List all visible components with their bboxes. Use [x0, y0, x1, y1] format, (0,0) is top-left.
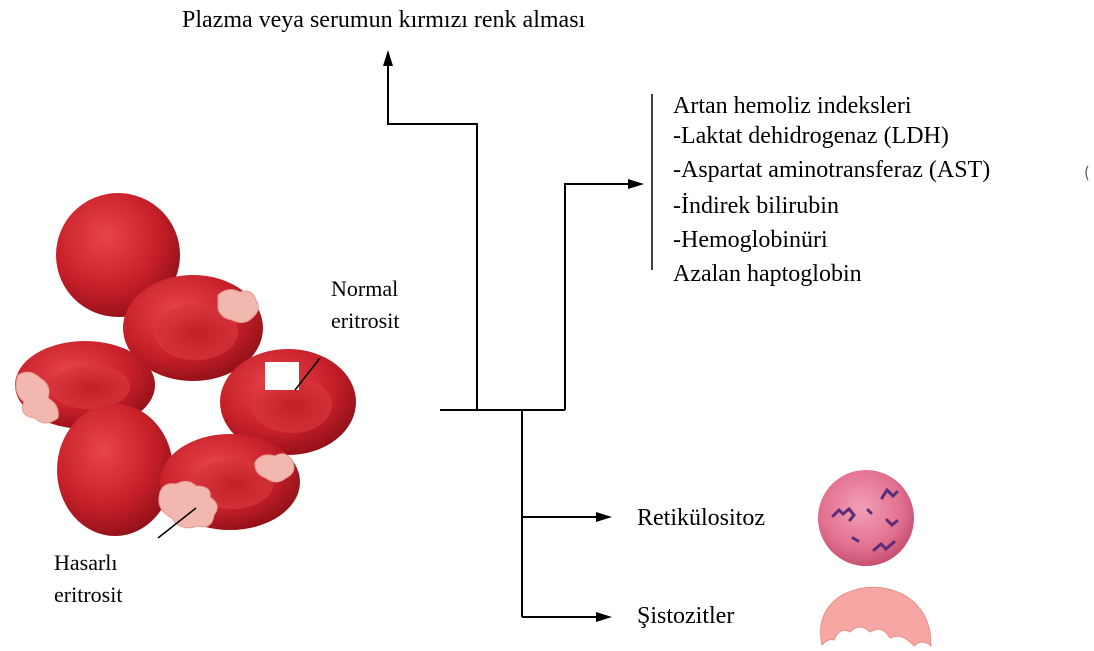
reticulocytosis-label: Retikülositoz: [637, 502, 765, 534]
schistocyte-illustration: [821, 587, 931, 646]
label-mask: [265, 362, 299, 390]
edge-mark: [1086, 166, 1088, 180]
rbc-cluster-illustration: [15, 193, 356, 536]
reticulocyte-illustration: [818, 470, 914, 566]
branch-to-plasma: [388, 62, 477, 410]
tree-connectors: [388, 62, 630, 617]
arrowhead-to-reticulocytosis: [596, 512, 612, 522]
damaged-rbc-label-line2: eritrosit: [54, 580, 122, 610]
plasma-red-color-label: Plazma veya serumun kırmızı renk alması: [182, 4, 585, 36]
panel-line-indirect-bilirubin: -İndirek bilirubin: [673, 190, 839, 222]
damaged-membrane-fragment: [218, 290, 258, 323]
arrowhead-to-panel: [628, 179, 644, 189]
arrowhead-to-schistocytes: [596, 612, 612, 622]
normal-rbc-label-line2: eritrosit: [331, 306, 399, 336]
panel-line-hemoglobinuria: -Hemoglobinüri: [673, 224, 828, 256]
damaged-rbc-bottom: [159, 434, 300, 530]
schistocytes-label: Şistozitler: [637, 600, 734, 632]
panel-line-ast: -Aspartat aminotransferaz (AST): [673, 154, 990, 186]
branch-to-hemolysis-panel: [565, 184, 630, 410]
panel-line-haptoglobin: Azalan haptoglobin: [673, 258, 862, 290]
panel-line-heading: Artan hemoliz indeksleri: [673, 90, 912, 122]
arrowhead-up: [383, 50, 393, 66]
normal-rbc-lower: [57, 404, 173, 536]
normal-rbc-label-line1: Normal: [331, 274, 398, 304]
damaged-rbc-label-line1: Hasarlı: [54, 548, 118, 578]
panel-line-ldh: -Laktat dehidrogenaz (LDH): [673, 120, 949, 152]
